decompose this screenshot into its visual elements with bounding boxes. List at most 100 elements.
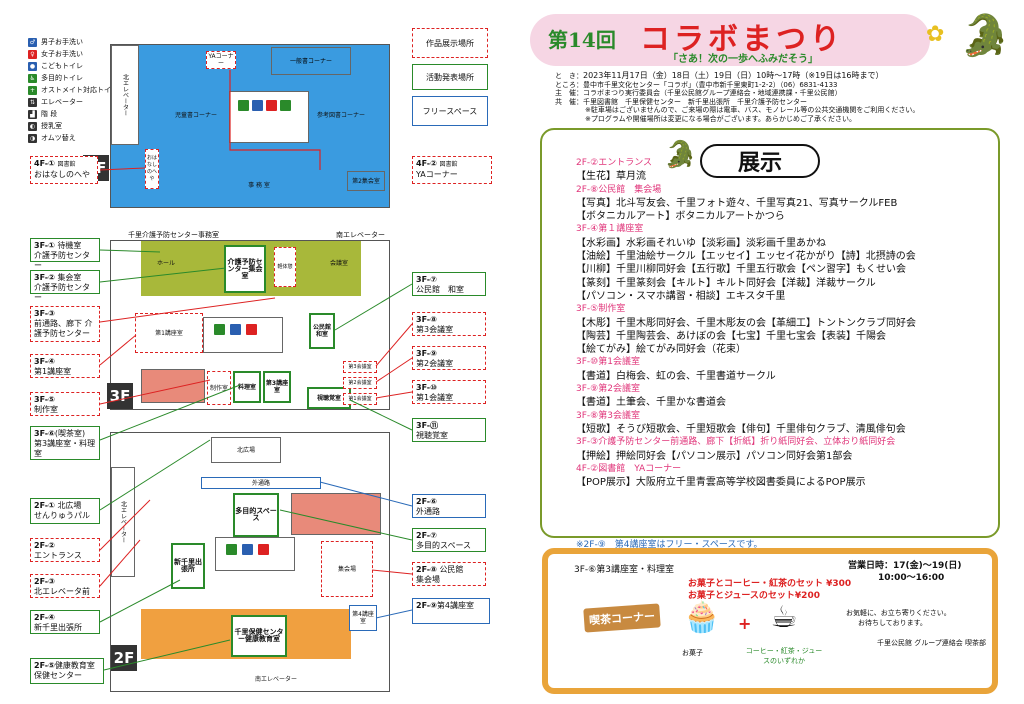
- callout-id: 3F-②: [34, 273, 55, 282]
- callout-sub: 公民館: [439, 565, 464, 574]
- room-reference: 参考図書コーナー: [316, 111, 365, 119]
- ostomate-icon: +: [28, 85, 37, 95]
- exhibit-item: 【絵てがみ】絵てがみ同好会（花束）: [576, 344, 746, 356]
- exhibit-item: 【水彩画】水彩画それいゆ【淡彩画】淡彩画千里あかね: [576, 237, 826, 249]
- room-general: 一般書コーナー: [271, 47, 351, 75]
- woman-icon: [246, 324, 257, 335]
- room-m3: 第3会議室: [343, 361, 377, 373]
- callout-id: 3F-⑥: [34, 429, 55, 438]
- callout-sub: 集会室: [57, 273, 82, 282]
- key-free-space: フリースペース: [412, 96, 488, 126]
- exhibit-location: 2F-②エントランス: [576, 158, 653, 168]
- wheelchair-icon: ♿: [28, 73, 37, 83]
- cafe-panel: 3F-⑥第3講座室・料理室 営業日時：17(金)〜19(日) 10:00〜16:…: [542, 548, 998, 694]
- callout-name: 視聴覚室: [416, 431, 448, 440]
- wheelchair-icon: [238, 100, 249, 111]
- room-office: 事 務 室: [248, 181, 270, 189]
- floor-label-3f: 3F: [107, 383, 133, 409]
- exhibit-location: 3F-⑨第2会議室: [576, 384, 640, 395]
- cafe-hours-time: 10:00〜16:00: [878, 573, 945, 583]
- callout-id: 2F-③: [34, 577, 55, 586]
- callout-2f-1: 2F-① 北広場せんりゅうパル: [30, 498, 100, 524]
- restroom-block-2f: [215, 537, 295, 571]
- dates-label: と き：: [555, 72, 583, 80]
- callout-id: 2F-②: [34, 541, 55, 550]
- man-icon: [252, 100, 263, 111]
- legend-label: 授乳室: [41, 122, 62, 130]
- event-dates-row: と き：2023年11月17日（金）18日（土）19日（日）10時〜17時（※1…: [555, 71, 995, 81]
- callout-id: 3F-⑦: [416, 275, 437, 284]
- exhibit-location: 3F-④第１講座室: [576, 224, 644, 235]
- callout-4f-1: 4F-① 図書館 おはなしのへや: [30, 156, 98, 184]
- room-hall-2f: 集会場: [321, 541, 373, 597]
- callout-2f-5: 2F-⑤健康教育室保健センター: [30, 658, 104, 684]
- elevator-south-2f: 南エレベーター: [254, 675, 297, 683]
- man-icon: ♂: [28, 37, 37, 47]
- exhibit-location: 2F-⑧公民館 集会場: [576, 184, 662, 195]
- exhibit-location: 3F-③介護予防センター前通路、廊下【折紙】折り紙同好会、立体おり紙同好会: [576, 437, 896, 448]
- crocodile-mascot-icon: 🐊: [960, 13, 1010, 59]
- legend-row: ♀女子お手洗い: [28, 48, 140, 60]
- room-wait: 軽体憩: [274, 247, 296, 287]
- legend-row: ▟階 段: [28, 108, 140, 120]
- plus-icon: +: [738, 614, 752, 633]
- snack-label: お菓子: [682, 649, 703, 657]
- callout-id: 3F-①: [34, 241, 55, 250]
- cafe-organizer: 千里公民館 グループ連絡会 喫茶部: [876, 639, 986, 647]
- exhibit-item: 【POP展示】大阪府立千里青雲高等学校図書委員によるPOP展示: [576, 477, 866, 489]
- callout-name: 公民館 和室: [416, 285, 464, 294]
- callout-name: 第4講座室: [436, 601, 474, 610]
- legend-label: オストメイト対応トイレ: [41, 86, 118, 94]
- event-info: と き：2023年11月17日（金）18日（土）19日（日）10時〜17時（※1…: [555, 71, 995, 123]
- woman-icon: ♀: [28, 49, 37, 59]
- zone-3f-south: [141, 369, 205, 403]
- crocodile-icon: 🐊: [664, 140, 697, 170]
- callout-name: 第1会議室: [416, 393, 454, 402]
- callout-id: 4F-②: [416, 159, 437, 168]
- slogan: 「さあ！次の一歩へふみだそう」: [668, 54, 818, 65]
- map-legend: ♂男子お手洗い ♀女子お手洗い ●こどもトイレ ♿多目的トイレ +オストメイト対…: [28, 36, 140, 144]
- flower-icon: ✿: [926, 22, 945, 47]
- callout-3f-2: 3F-② 集会室介護予防センター: [30, 270, 100, 302]
- event-host: 主 催：コラボまつり実行委員会（千里公民館グループ連絡会・地域連携課・千里公民館…: [555, 89, 842, 97]
- room-meeting: 会議室: [329, 259, 348, 267]
- legend-row: ◐授乳室: [28, 120, 140, 132]
- callout-sub: (喫茶室): [54, 429, 86, 438]
- callout-name: おはなしのへや: [34, 170, 90, 179]
- wheelchair-icon: [226, 544, 237, 555]
- callout-sub: 待機室: [57, 241, 82, 250]
- elevator-north-2f: 北エレベーター: [111, 467, 135, 577]
- legend-row: ♂男子お手洗い: [28, 36, 140, 48]
- callout-id: 3F-⑪: [416, 421, 439, 430]
- festival-title: コラボまつり: [640, 22, 844, 57]
- cafe-hours-label: 営業日時：17(金)〜19(日): [848, 561, 962, 571]
- callout-4f-2: 4F-② 図書館 YAコーナー: [412, 156, 492, 184]
- exhibit-item: 【篆刻】千里篆刻会【キルト】キルト同好会【洋裁】洋裁サークル: [576, 277, 876, 289]
- room-hall: ホール: [156, 259, 175, 267]
- callout-id: 3F-⑧: [416, 315, 437, 324]
- key-activity: 活動発表場所: [412, 64, 488, 90]
- edition-label: 第14回: [548, 28, 616, 52]
- room-seisaku: 制作室: [207, 371, 231, 405]
- room-cooking: 料理室: [233, 371, 261, 403]
- elevator-icon: ⇅: [28, 97, 37, 107]
- callout-name: 第1講座室: [34, 367, 72, 376]
- care-office-label: 千里介護予防センター事務室: [128, 231, 219, 239]
- wheelchair-icon: [214, 324, 225, 335]
- diaper-icon: ◑: [28, 133, 37, 143]
- callout-name: 第2会議室: [416, 359, 454, 368]
- callout-sub: 健康教育室: [54, 661, 95, 670]
- room-hoken: 千里保健センター健康教育室: [231, 615, 287, 657]
- callout-name: せんりゅうパル: [34, 511, 90, 520]
- callout-3f-6: 3F-⑥(喫茶室)第3講座室・料理室: [30, 426, 100, 460]
- exhibit-location: 3F-⑤制作室: [576, 304, 626, 315]
- room-branch: 新千里出張所: [171, 543, 205, 589]
- restroom-block-4f: [229, 91, 309, 143]
- room-ohanashi: おはなしのへや: [145, 149, 159, 189]
- floor-label-2f: 2F: [111, 645, 137, 671]
